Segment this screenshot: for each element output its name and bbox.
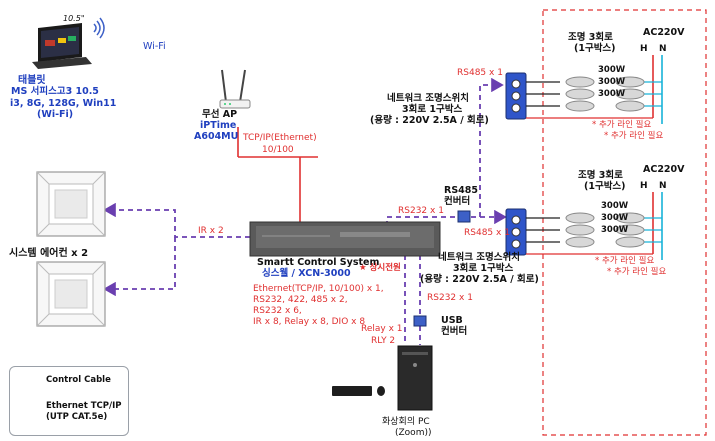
ap-speed-label: 10/100 <box>262 145 294 155</box>
aircon-unit-1 <box>36 171 106 237</box>
rs485-label-2: RS485 x 1 <box>464 228 510 238</box>
tablet-spec: i3, 8G, 128G, Win11 <box>10 98 117 109</box>
lighting-1-watt-2: 300W <box>598 77 626 87</box>
lighting-wiring-1 <box>526 55 663 124</box>
lighting-2-title: 조명 3회로 <box>578 170 623 181</box>
switch-box-2-line2: 3회로 1구박스 <box>453 263 514 274</box>
wifi-label: Wi-Fi <box>143 41 166 52</box>
light-switch-box-1 <box>505 72 527 120</box>
controller-name: Smartt Control System <box>257 257 380 268</box>
usb-converter-label-1: USB <box>441 315 463 326</box>
control-cables <box>103 77 507 345</box>
wifi-icon <box>93 17 105 39</box>
usb-converter-box <box>413 315 427 327</box>
lighting-1-note-2: * 추가 라인 필요 <box>604 131 664 141</box>
lighting-1-note-1: * 추가 라인 필요 <box>592 120 652 130</box>
rs232-to-rs485-label: RS232 x 1 <box>398 206 444 216</box>
ir-label: IR x 2 <box>198 226 224 236</box>
lighting-2-sub: (1구박스) <box>584 181 626 192</box>
lighting-1-ac: AC220V <box>643 27 685 38</box>
lighting-2-ac: AC220V <box>643 164 685 175</box>
controller-port-1: Ethernet(TCP/IP, 10/100) x 1, <box>253 284 384 294</box>
lighting-1-h: H <box>640 44 648 54</box>
switch-box-2-title: 네트워크 조명스위치 <box>438 252 520 263</box>
switch-box-2-capacity: (용량 : 220V 2.5A / 회로) <box>420 274 539 285</box>
tablet-label: 태블릿 <box>18 75 46 86</box>
ap-brand: iPTime <box>200 120 237 131</box>
rs232-to-usb-label: RS232 x 1 <box>427 293 473 303</box>
keyboard-and-mouse <box>332 386 385 396</box>
legend-box <box>9 366 129 436</box>
pc-tower <box>397 345 433 411</box>
switch-box-1-title: 네트워크 조명스위치 <box>387 93 469 104</box>
legend-ethernet-label-2: (UTP CAT.5e) <box>46 412 108 422</box>
ap-model: A604MU <box>194 131 239 142</box>
relay-label-1: Relay x 1 <box>361 324 403 334</box>
lighting-1-title: 조명 3회로 <box>568 32 613 43</box>
lamp-group-1 <box>565 76 645 112</box>
lighting-2-note-1: * 추가 라인 필요 <box>595 256 655 266</box>
lighting-1-watt-1: 300W <box>598 65 626 75</box>
aircon-unit-2 <box>36 261 106 327</box>
tablet-size: 10.5" <box>63 14 85 23</box>
ap-link-label: TCP/IP(Ethernet) <box>243 133 317 143</box>
switch-box-1-line2: 3회로 1구박스 <box>402 104 463 115</box>
tablet-connection: (Wi-Fi) <box>37 109 74 120</box>
controller-model: 싱스웰 / XCN-3000 <box>262 268 351 279</box>
tablet-device <box>32 23 92 69</box>
usb-converter-label-2: 컨버터 <box>441 326 468 337</box>
tablet-model: MS 서피스고3 10.5 <box>11 86 99 97</box>
ethernet-lines <box>237 127 318 222</box>
pc-label-1: 화상회의 PC <box>382 417 430 427</box>
lighting-wiring-2 <box>526 192 663 260</box>
lighting-1-sub: (1구박스) <box>574 43 616 54</box>
lighting-1-watt-3: 300W <box>598 89 626 99</box>
ap-title: 무선 AP <box>202 109 238 120</box>
wireless-ap-device <box>219 69 251 109</box>
legend-ethernet-label-1: Ethernet TCP/IP <box>46 401 122 411</box>
lighting-2-h: H <box>640 181 648 191</box>
controller-port-3: RS232 x 6, <box>253 306 302 316</box>
rs485-label-1: RS485 x 1 <box>457 68 503 78</box>
aircon-label: 시스템 에어컨 x 2 <box>9 248 89 259</box>
relay-label-2: RLY 2 <box>371 336 396 346</box>
switch-box-1-capacity: (용량 : 220V 2.5A / 회로) <box>370 115 489 126</box>
rs485-converter-label-2: 컨버터 <box>444 196 471 207</box>
controller-port-4: IR x 8, Relay x 8, DIO x 8 <box>253 317 366 327</box>
light-switch-box-2 <box>505 208 527 256</box>
rs485-converter-box <box>457 210 471 223</box>
controller-unit <box>249 221 441 257</box>
lighting-2-watt-1: 300W <box>601 201 629 211</box>
ac-power-enclosure <box>542 9 707 436</box>
lighting-2-n: N <box>659 181 667 191</box>
lighting-2-watt-3: 300W <box>601 225 629 235</box>
lighting-2-watt-2: 300W <box>601 213 629 223</box>
lighting-2-note-2: * 추가 라인 필요 <box>607 267 667 277</box>
lighting-1-n: N <box>659 44 667 54</box>
power-label: ★ 상시전원 <box>359 263 401 273</box>
rs485-converter-label-1: RS485 <box>444 185 478 196</box>
legend-control-label: Control Cable <box>46 375 111 385</box>
pc-label-2: (Zoom)) <box>395 428 432 438</box>
controller-port-2: RS232, 422, 485 x 2, <box>253 295 348 305</box>
lamp-group-2 <box>565 212 645 248</box>
